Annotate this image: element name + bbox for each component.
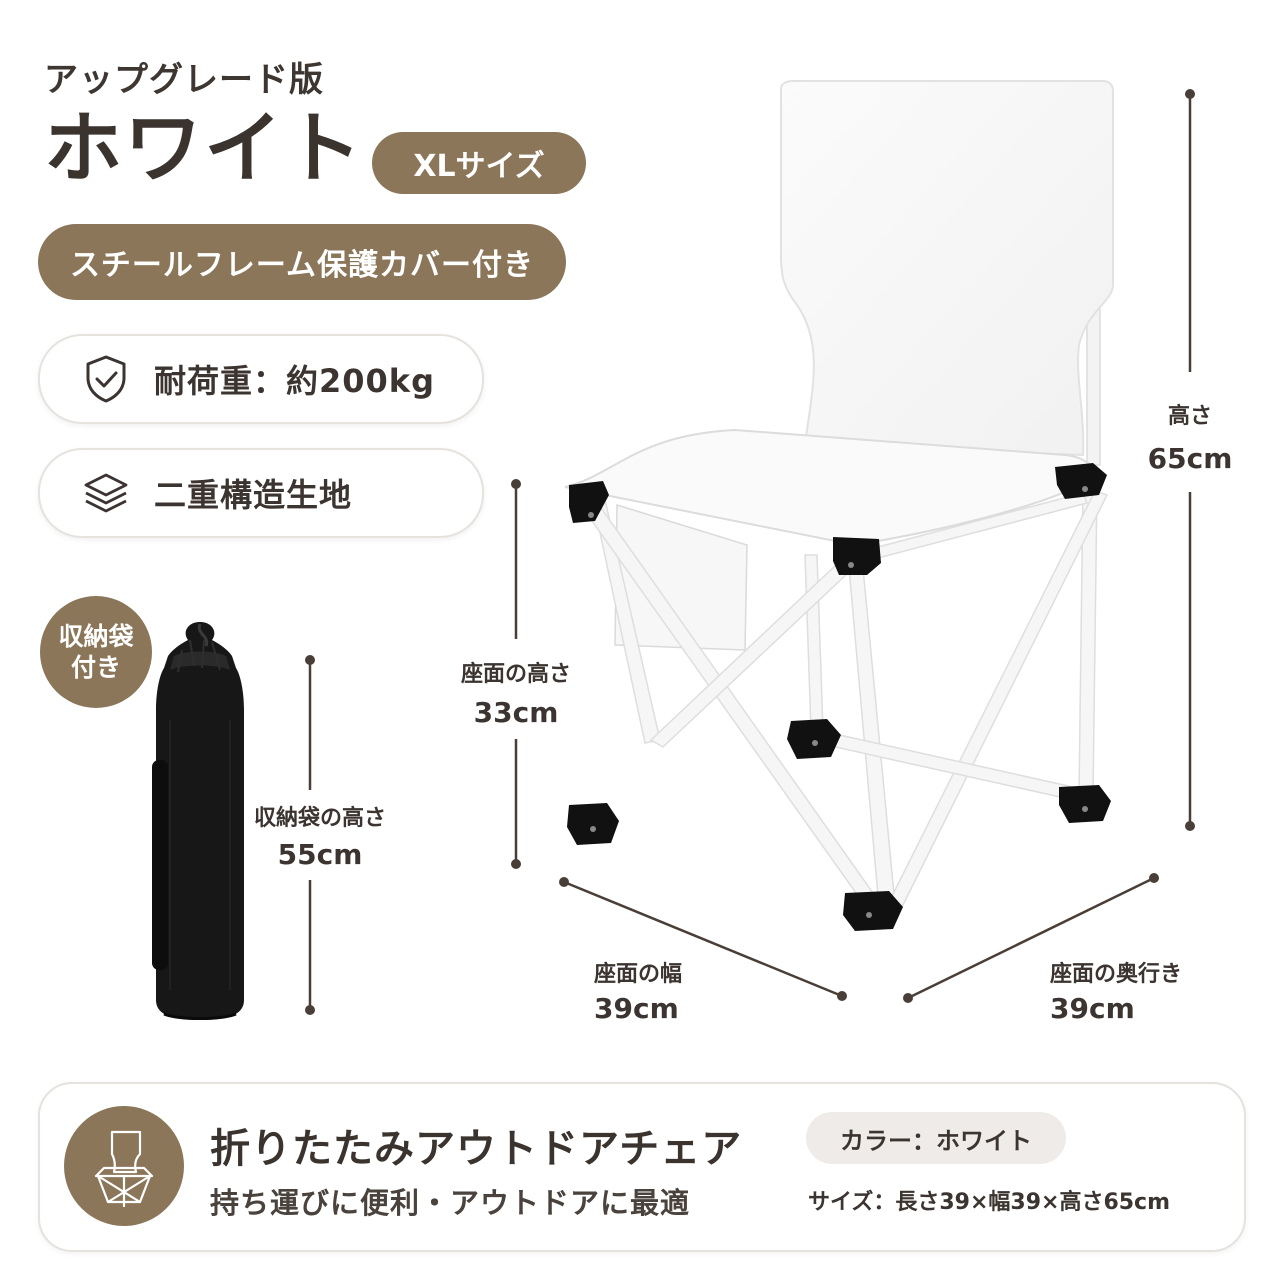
chair-icon [94,1130,154,1208]
chair-icon-badge [64,1106,184,1226]
color-pill: カラー：ホワイト [806,1112,1066,1164]
chair-image [564,80,1114,931]
feature-load-capacity: 耐荷重：約200kg [38,334,484,424]
total-height-line [1185,89,1195,831]
product-name: 折りたたみアウトドアチェア [210,1126,743,1172]
bag-height-value: 55cm [277,838,363,871]
seat-depth-label: 座面の奥行き [1050,962,1183,987]
bag-height-label: 収納袋の高さ [253,806,386,831]
seat-width-value: 39cm [594,992,679,1025]
badge-line: 付き [70,653,121,682]
bag-height-line [305,655,315,1015]
total-height-label: 高さ [1167,404,1212,429]
color-title: ホワイト [44,104,365,194]
product-subtitle: 持ち運びに便利・アウトドアに最適 [210,1186,691,1220]
seat-width-label: 座面の幅 [594,962,683,987]
seat-width-depth-lines [559,873,1159,1003]
feature-label: 二重構造生地 [154,476,353,514]
size-spec: サイズ：長さ39×幅39×高さ65cm [808,1190,1171,1215]
seat-height-label: 座面の高さ [460,662,571,687]
seat-height-line [511,479,521,869]
shield-check-icon [86,355,126,403]
seat-depth-value: 39cm [1050,992,1135,1025]
upgrade-label: アップグレード版 [44,60,324,100]
size-badge: XLサイズ [372,132,586,194]
total-height-value: 65cm [1147,442,1233,475]
layers-icon [84,473,128,513]
badge-line: 収納袋 [58,621,134,651]
feature-label: 耐荷重：約200kg [154,362,435,400]
storage-bag-badge: 収納袋 付き [40,596,152,708]
feature-double-fabric: 二重構造生地 [38,448,484,538]
storage-bag-image [152,622,244,1020]
product-info-card [38,1082,1246,1252]
frame-cover-badge: スチールフレーム保護カバー付き [38,224,566,300]
seat-height-value: 33cm [473,696,559,729]
